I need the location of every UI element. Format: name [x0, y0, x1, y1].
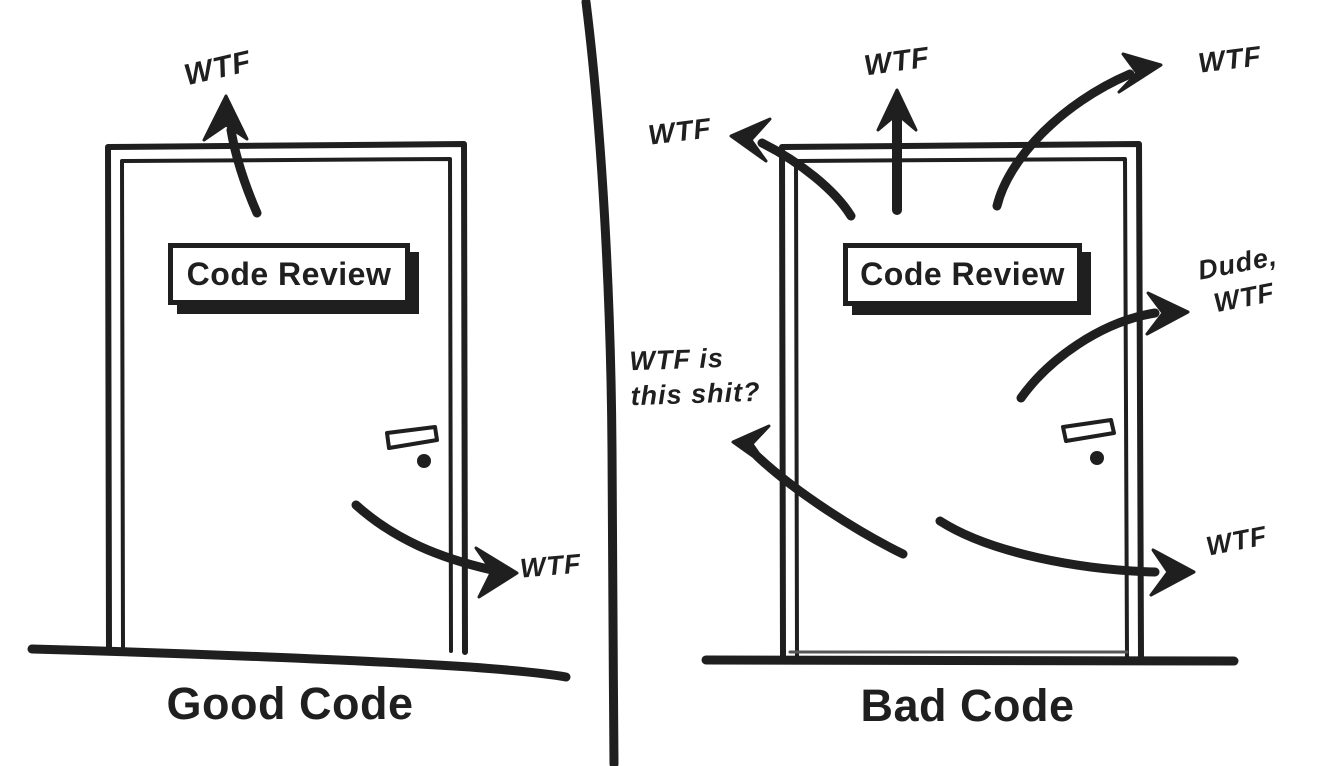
bad-door-keyhole-dot	[1090, 451, 1104, 465]
bad-door-sign-label: Code Review	[860, 256, 1065, 292]
good-door-sign: Code Review	[168, 243, 410, 305]
bad-arrow-left	[729, 117, 856, 221]
good-door-handle	[385, 425, 439, 450]
good-floor-line	[27, 644, 571, 682]
bad-wtf-is-line1: WTF is	[628, 342, 725, 377]
bad-door-outer-frame	[779, 141, 1144, 661]
good-arrow-exit	[351, 500, 519, 599]
bad-wtf-is-this-shit-label: WTF is this shit?	[629, 340, 761, 415]
bad-door-handle	[1061, 418, 1116, 443]
bad-floor-line	[701, 655, 1239, 666]
good-door	[27, 141, 571, 682]
good-arrow-top	[202, 94, 262, 218]
panel-divider	[581, 0, 619, 766]
bad-arrow-exit	[935, 516, 1196, 597]
good-panel-caption: Good Code	[166, 678, 414, 729]
bad-door-sign: Code Review	[843, 243, 1082, 306]
good-door-sign-label: Code Review	[186, 255, 392, 292]
good-door-keyhole-dot	[417, 454, 431, 468]
bad-panel-caption: Bad Code	[860, 680, 1075, 731]
good-wtf-exit-label: WTF	[518, 548, 583, 584]
bad-arrow-dude	[1016, 291, 1190, 403]
bad-door	[701, 141, 1239, 666]
bad-arrow-top	[876, 88, 918, 215]
bad-arrow-shit	[731, 424, 908, 559]
bad-wtf-is-line2: this shit?	[630, 376, 762, 412]
good-door-outer-frame	[105, 141, 468, 655]
good-door-inner-frame	[120, 157, 453, 653]
bad-door-inner-frame	[794, 157, 1129, 659]
bad-arrow-top-right	[992, 52, 1163, 211]
